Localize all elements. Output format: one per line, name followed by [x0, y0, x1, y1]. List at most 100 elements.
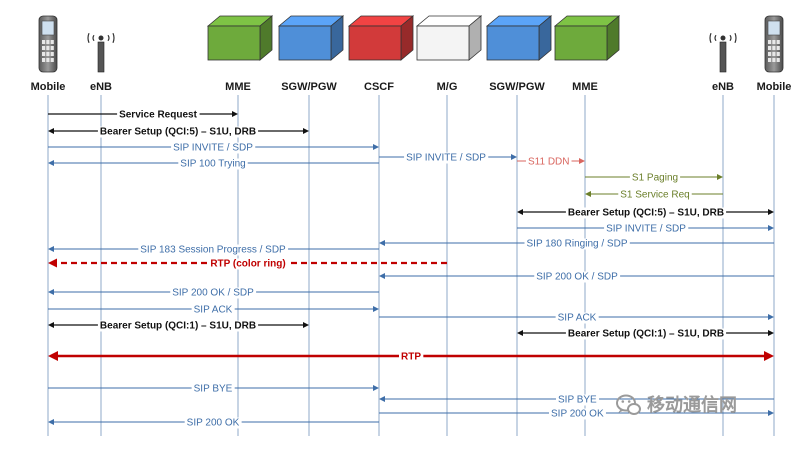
mobile-phone-icon	[38, 15, 58, 73]
label-background	[549, 408, 606, 420]
message-label: Bearer Setup (QCI:1) – S1U, DRB	[568, 329, 724, 340]
entity-label: Mobile	[757, 81, 792, 93]
label-background	[618, 189, 692, 201]
message-4: SIP 100 Trying	[48, 158, 379, 170]
arrowhead	[511, 154, 517, 160]
label-background	[524, 238, 630, 250]
label-background	[117, 109, 200, 121]
message-5: SIP INVITE / SDP	[379, 152, 517, 164]
message-label: SIP ACK	[558, 313, 597, 324]
antenna-icon	[709, 32, 737, 73]
entity-sgw-left: SGW/PGW	[277, 15, 345, 93]
arrowhead	[303, 322, 309, 328]
arrowhead	[303, 128, 309, 134]
arrowhead	[379, 273, 385, 279]
message-label: RTP (color ring)	[210, 259, 285, 270]
label-background	[534, 271, 621, 283]
arrowhead	[517, 330, 523, 336]
message-label: SIP INVITE / SDP	[406, 153, 486, 164]
arrowhead	[232, 111, 238, 117]
message-label: S11 DDN	[528, 157, 570, 168]
server-box-icon	[415, 15, 483, 61]
label-background	[184, 417, 242, 429]
server-box-icon	[553, 15, 621, 61]
message-label: SIP BYE	[558, 395, 597, 406]
entity-label: SGW/PGW	[281, 81, 337, 93]
message-label: Service Request	[119, 110, 197, 121]
arrowhead	[48, 322, 54, 328]
arrowhead	[517, 209, 523, 215]
arrowhead	[768, 330, 774, 336]
message-label: SIP 100 Trying	[180, 159, 245, 170]
message-23: SIP 200 OK	[379, 408, 774, 420]
arrowhead	[373, 306, 379, 312]
arrowhead	[768, 314, 774, 320]
arrowhead	[48, 160, 54, 166]
message-label: Bearer Setup (QCI:5) – S1U, DRB	[568, 208, 724, 219]
server-box-icon	[206, 15, 274, 61]
entity-sgw-right: SGW/PGW	[485, 15, 553, 93]
message-21: SIP BYE	[48, 383, 379, 395]
arrowhead	[48, 246, 54, 252]
message-label: S1 Paging	[632, 173, 678, 184]
message-label: SIP 200 OK / SDP	[172, 288, 254, 299]
entity-enb-left: eNB	[87, 32, 115, 93]
arrowhead	[48, 128, 54, 134]
label-background	[138, 244, 289, 256]
message-label: S1 Service Req	[620, 190, 689, 201]
label-background	[565, 328, 727, 340]
entity-label: SGW/PGW	[489, 81, 545, 93]
arrowhead	[48, 289, 54, 295]
label-background	[404, 152, 489, 164]
arrowhead	[717, 174, 723, 180]
label-background	[555, 312, 599, 324]
message-6: S11 DDN	[517, 156, 585, 168]
arrowhead	[379, 240, 385, 246]
wechat-icon	[616, 394, 641, 415]
message-24: SIP 200 OK	[48, 417, 379, 429]
message-12: SIP 183 Session Progress / SDP	[48, 244, 379, 256]
message-2: Bearer Setup (QCI:5) – S1U, DRB	[48, 126, 309, 138]
message-label: Bearer Setup (QCI:5) – S1U, DRB	[100, 127, 256, 138]
message-label: SIP INVITE / SDP	[173, 143, 253, 154]
message-13: RTP (color ring)	[48, 258, 447, 270]
message-label: SIP 183 Session Progress / SDP	[140, 245, 286, 256]
message-16: SIP ACK	[48, 304, 379, 316]
message-11: SIP 180 Ringing / SDP	[379, 238, 774, 250]
entity-mme-left: MME	[206, 15, 274, 93]
label-background	[97, 126, 259, 138]
watermark: 移动通信网	[616, 394, 737, 416]
message-label: SIP BYE	[194, 384, 233, 395]
message-8: S1 Service Req	[585, 189, 723, 201]
message-label: SIP 200 OK / SDP	[536, 272, 618, 283]
arrowhead	[373, 144, 379, 150]
server-box-icon	[277, 15, 345, 61]
server-box-icon	[485, 15, 553, 61]
message-label: SIP INVITE / SDP	[606, 224, 686, 235]
label-background	[191, 304, 235, 316]
label-background	[191, 383, 235, 395]
entity-label: Mobile	[31, 81, 66, 93]
label-background	[97, 320, 259, 332]
message-10: SIP INVITE / SDP	[517, 223, 774, 235]
message-17: SIP ACK	[379, 312, 774, 324]
lifelines	[47, 95, 775, 436]
message-label: SIP 200 OK	[187, 418, 240, 429]
antenna-icon	[87, 32, 115, 73]
entity-enb-right: eNB	[709, 32, 737, 93]
message-19: Bearer Setup (QCI:1) – S1U, DRB	[517, 328, 774, 340]
entity-label: CSCF	[364, 81, 394, 93]
label-background	[170, 287, 257, 299]
label-background	[526, 156, 572, 168]
arrowhead	[373, 385, 379, 391]
arrowhead	[379, 396, 385, 402]
arrowhead	[768, 225, 774, 231]
entity-cscf: CSCF	[347, 15, 415, 93]
arrowhead	[48, 351, 58, 361]
label-background	[604, 223, 689, 235]
message-14: SIP 200 OK / SDP	[379, 271, 774, 283]
entity-mobile-right: Mobile	[757, 15, 792, 93]
entity-label: M/G	[437, 81, 458, 93]
